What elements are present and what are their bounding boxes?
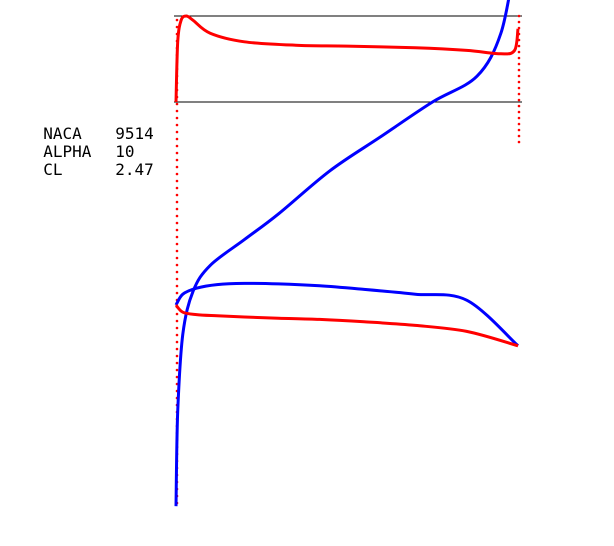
cl-label: CL (43, 160, 63, 179)
leading-edge-dot (175, 179, 179, 183)
leading-edge-dot (175, 340, 179, 344)
leading-edge-dot (175, 284, 179, 288)
cl-value: 2.47 (115, 160, 154, 179)
cl-line: CL 2.47 (24, 146, 154, 178)
leading-edge-dot (175, 326, 179, 330)
leading-edge-dot (175, 102, 179, 106)
trailing-edge-dot (517, 26, 521, 30)
leading-edge-dot (175, 137, 179, 141)
leading-edge-dot (175, 165, 179, 169)
leading-edge-dot (175, 291, 179, 295)
leading-edge-dot (175, 144, 179, 148)
leading-edge-dot (175, 277, 179, 281)
leading-edge-dot (175, 116, 179, 120)
leading-edge-dot (175, 361, 179, 365)
leading-edge-dot (175, 172, 179, 176)
trailing-edge-dot (517, 68, 521, 72)
leading-edge-dot (175, 207, 179, 211)
leading-edge-dot (175, 249, 179, 253)
trailing-edge-dot (517, 86, 521, 90)
leading-edge-dot (175, 18, 179, 22)
trailing-edge-dot (517, 128, 521, 132)
leading-edge-dot (175, 375, 179, 379)
leading-edge-dot (175, 235, 179, 239)
leading-edge-dot (175, 158, 179, 162)
trailing-edge-dot (517, 110, 521, 114)
leading-edge-dot (175, 354, 179, 358)
trailing-edge-dot (517, 140, 521, 144)
leading-edge-dot (175, 242, 179, 246)
trailing-edge-dot (517, 20, 521, 24)
leading-edge-dot (175, 312, 179, 316)
alpha-line: ALPHA 10 (24, 128, 135, 161)
leading-edge-dot (175, 130, 179, 134)
leading-edge-dot (175, 109, 179, 113)
alpha-label: ALPHA (43, 142, 92, 161)
trailing-edge-dot (517, 104, 521, 108)
trailing-edge-dot (517, 116, 521, 120)
trailing-edge-dot (517, 56, 521, 60)
airfoil-lower-surface (174, 303, 519, 348)
trailing-edge-dot (517, 134, 521, 138)
leading-edge-dot (175, 214, 179, 218)
leading-edge-dot (175, 263, 179, 267)
naca-line: NACA 9514 (24, 110, 154, 142)
leading-edge-dot (175, 123, 179, 127)
trailing-edge-dot (517, 50, 521, 54)
red-distribution-curve (174, 14, 520, 103)
trailing-edge-dot (517, 44, 521, 48)
leading-edge-dot (175, 333, 179, 337)
trailing-edge-dot (517, 62, 521, 66)
naca-label: NACA (43, 124, 82, 143)
leading-edge-dot (175, 186, 179, 190)
trailing-edge-dot-column (517, 14, 521, 144)
alpha-value: 10 (115, 142, 135, 161)
trailing-edge-dot (517, 14, 521, 18)
airfoil-upper-surface (174, 281, 520, 347)
leading-edge-dot (175, 368, 179, 372)
leading-edge-dot (175, 193, 179, 197)
trailing-edge-dot (517, 92, 521, 96)
leading-edge-dot (175, 200, 179, 204)
leading-edge-dot (175, 25, 179, 29)
naca-value: 9514 (115, 124, 154, 143)
leading-edge-dot (175, 319, 179, 323)
leading-edge-dot (175, 347, 179, 351)
trailing-edge-dot (517, 74, 521, 78)
leading-edge-dot (175, 151, 179, 155)
trailing-edge-dot (517, 80, 521, 84)
trailing-edge-dot (517, 98, 521, 102)
leading-edge-dot (175, 228, 179, 232)
leading-edge-dot (175, 270, 179, 274)
trailing-edge-dot (517, 122, 521, 126)
blue-distribution-curve (174, 0, 511, 507)
leading-edge-dot (175, 221, 179, 225)
leading-edge-dot (175, 256, 179, 260)
